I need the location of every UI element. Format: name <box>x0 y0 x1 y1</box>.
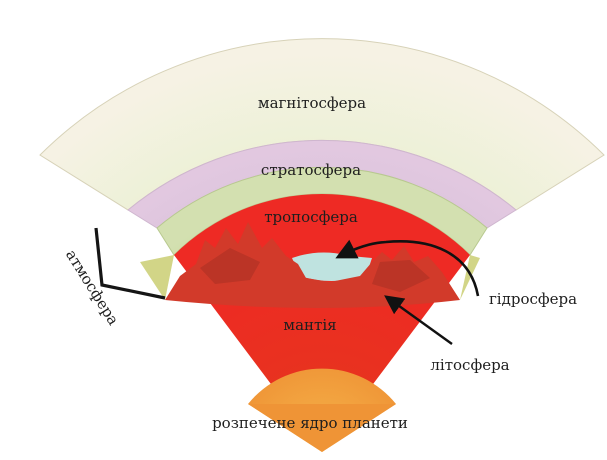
lithosphere-label: літосфера <box>430 356 509 374</box>
core-label: розпечене ядро планети <box>212 414 408 432</box>
mantle-label: мантія <box>283 316 336 334</box>
stratosphere-label: стратосфера <box>261 161 361 179</box>
magnetosphere-label: магнітосфера <box>258 94 366 112</box>
troposphere-label: тропосфера <box>264 208 358 226</box>
hydrosphere-label: гідросфера <box>489 290 577 308</box>
